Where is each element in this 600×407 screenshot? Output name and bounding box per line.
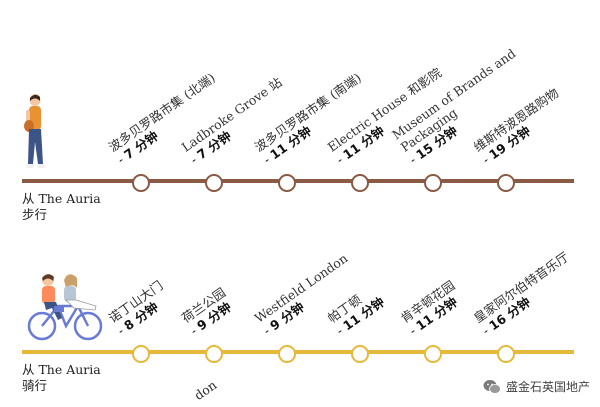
walking-stop-4 <box>424 174 442 192</box>
walking-route-line <box>22 179 574 183</box>
cyclists-icon <box>27 274 103 341</box>
mode-label: 步行 <box>22 207 48 222</box>
cycling-stop-label-1: 荷兰公园- 9 分钟 <box>179 285 237 338</box>
cycling-stop-5 <box>497 345 515 363</box>
wechat-icon <box>483 379 501 394</box>
cut-off-label: don <box>191 377 220 403</box>
walking-stop-1 <box>205 174 223 192</box>
origin-name: 从 The Auria <box>22 191 101 206</box>
walking-stop-0 <box>132 174 150 192</box>
cycling-stop-0 <box>132 345 150 363</box>
cycling-stop-3 <box>351 345 369 363</box>
cycling-stop-4 <box>424 345 442 363</box>
mode-label: 骑行 <box>22 378 48 393</box>
walking-person-icon <box>24 94 45 168</box>
walking-stop-3 <box>351 174 369 192</box>
cycling-route-line <box>22 350 574 354</box>
walking-stop-2 <box>278 174 296 192</box>
cycling-stop-label-5: 皇家阿尔伯特音乐厅- 16 分钟 <box>471 249 580 338</box>
origin-name: 从 The Auria <box>22 362 101 377</box>
cycling-origin-label: 从 The Auria 骑行 <box>22 362 101 394</box>
walking-stop-5 <box>497 174 515 192</box>
cycling-stop-label-4: 肯辛顿花园- 11 分钟 <box>398 278 466 338</box>
cycling-stop-1 <box>205 345 223 363</box>
cycling-stop-2 <box>278 345 296 363</box>
watermark: 盛金石英国地产 <box>483 378 590 395</box>
cycling-stop-label-0: 诺丁山大门- 8 分钟 <box>106 278 174 338</box>
walking-origin-label: 从 The Auria 步行 <box>22 191 101 223</box>
watermark-text: 盛金石英国地产 <box>505 380 590 394</box>
